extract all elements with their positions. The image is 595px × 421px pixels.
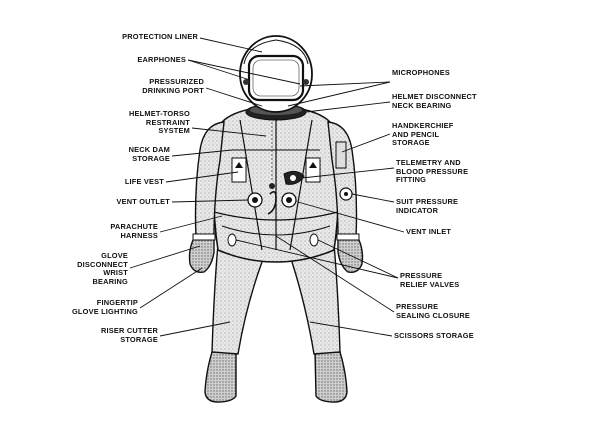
- label-helmet-torso-restraint: HELMET-TORSO RESTRAINT SYSTEM: [129, 109, 190, 136]
- left-leg: [211, 243, 269, 355]
- label-protection-liner: PROTECTION LINER: [122, 32, 198, 41]
- left-arm: [194, 121, 225, 239]
- right-vest-pack: [305, 157, 321, 183]
- label-parachute-harness: PARACHUTE HARNESS: [110, 222, 158, 240]
- label-telemetry: TELEMETRY AND BLOOD PRESSURE FITTING: [396, 158, 469, 185]
- label-handkerchief: HANDKERCHIEF AND PENCIL STORAGE: [392, 121, 454, 148]
- label-vent-outlet: VENT OUTLET: [116, 197, 170, 206]
- label-glove-disconnect: GLOVE DISCONNECT WRIST BEARING: [77, 251, 128, 286]
- helmet-visor: [247, 54, 305, 102]
- label-pressure-relief: PRESSURE RELIEF VALVES: [400, 271, 460, 289]
- right-leg: [287, 243, 341, 355]
- label-scissors-storage: SCISSORS STORAGE: [394, 331, 474, 340]
- label-life-vest: LIFE VEST: [124, 177, 164, 186]
- leader-lines: [129, 37, 405, 337]
- right-boot: [314, 351, 348, 403]
- label-pressure-sealing: PRESSURE SEALING CLOSURE: [396, 302, 471, 320]
- left-boot: [204, 351, 237, 403]
- label-riser-cutter: RISER CUTTER STORAGE: [100, 326, 158, 344]
- label-earphones: EARPHONES: [137, 55, 186, 64]
- left-vest-pack: [231, 157, 247, 183]
- label-neck-dam-storage: NECK DAM STORAGE: [128, 145, 170, 163]
- label-helmet-disconnect: HELMET DISCONNECT NECK BEARING: [392, 92, 477, 110]
- right-arm: [327, 121, 358, 239]
- label-suit-pressure: SUIT PRESSURE INDICATOR: [396, 197, 459, 215]
- left-glove: [188, 237, 215, 274]
- label-fingertip-glove: FINGERTIP GLOVE LIGHTING: [71, 298, 138, 316]
- label-pressurized-drinking-port: PRESSURIZED DRINKING PORT: [142, 77, 204, 95]
- label-microphones: MICROPHONES: [392, 68, 451, 77]
- label-vent-inlet: VENT INLET: [406, 227, 452, 236]
